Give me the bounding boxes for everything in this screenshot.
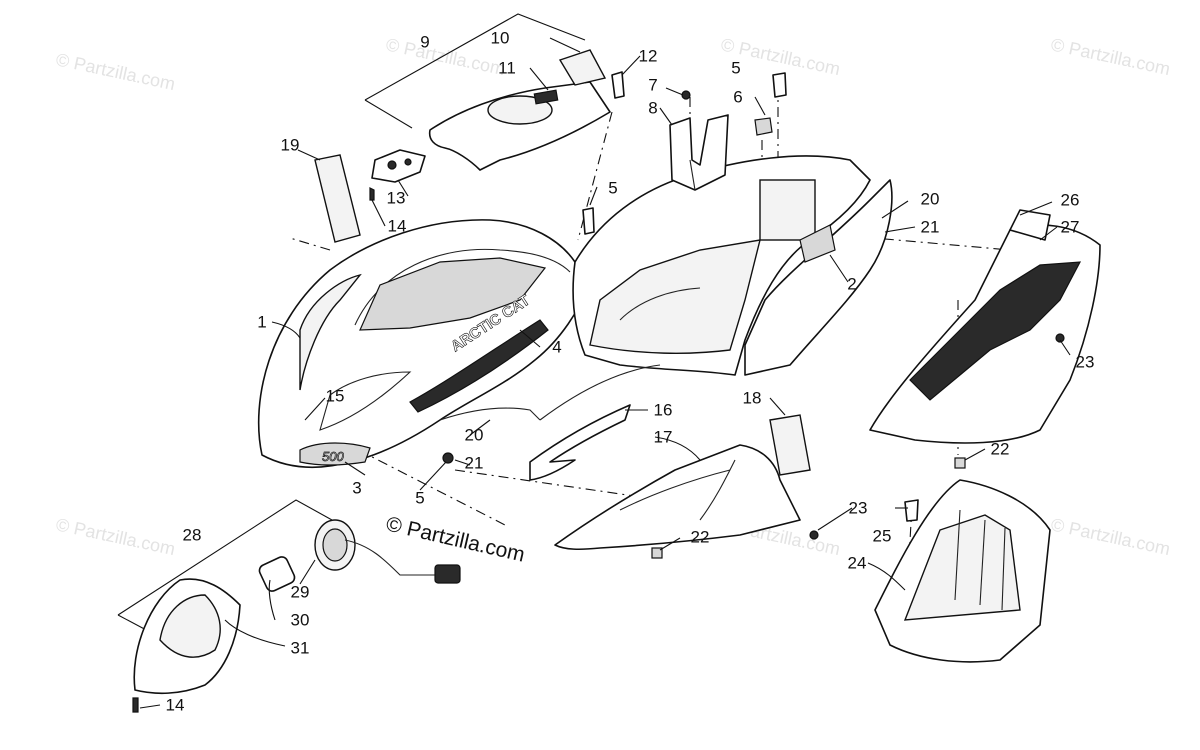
- rear-body[interactable]: [539, 155, 893, 421]
- callout-22-mid[interactable]: 22: [691, 528, 710, 547]
- callout-1[interactable]: 1: [257, 313, 266, 332]
- bracket[interactable]: [669, 114, 729, 191]
- decal-11: [533, 89, 559, 105]
- nut: [809, 530, 819, 540]
- screw: [611, 71, 625, 99]
- screw: [132, 697, 139, 713]
- bracket-28: [117, 499, 351, 616]
- leader-lines: [139, 37, 1071, 709]
- watermark: © Partzilla.com: [384, 34, 507, 79]
- dash-panel[interactable]: [428, 49, 611, 171]
- callout-18[interactable]: 18: [743, 389, 762, 408]
- callout-27[interactable]: 27: [1061, 218, 1080, 237]
- callout-3[interactable]: 3: [352, 479, 361, 498]
- clip: [954, 457, 966, 469]
- callout-8[interactable]: 8: [648, 99, 657, 118]
- callout-19[interactable]: 19: [281, 136, 300, 155]
- switch[interactable]: [371, 149, 426, 183]
- callout-labels: 1 2 3 4 5 5 5 6 7 8 9 10 11 12 13 14 14 …: [166, 29, 1095, 715]
- callout-25[interactable]: 25: [873, 527, 892, 546]
- callout-14-bottom[interactable]: 14: [166, 696, 185, 715]
- watermark: © Partzilla.com: [54, 49, 177, 94]
- bracket-9: [364, 13, 586, 101]
- watermark: © Partzilla.com: [1049, 514, 1172, 559]
- front-fender-body[interactable]: ARCTIC CAT 500: [257, 219, 591, 469]
- callout-2[interactable]: 2: [847, 275, 856, 294]
- nut: [754, 117, 773, 136]
- screw: [369, 187, 375, 201]
- callout-16[interactable]: 16: [654, 401, 673, 420]
- right-side-panel[interactable]: [869, 209, 1101, 444]
- callout-24[interactable]: 24: [848, 554, 867, 573]
- callout-31[interactable]: 31: [291, 639, 310, 658]
- decal-card[interactable]: [769, 414, 811, 476]
- battery-box: [759, 179, 816, 241]
- callout-14-top[interactable]: 14: [388, 217, 407, 236]
- callout-17[interactable]: 17: [654, 428, 673, 447]
- callout-22-right[interactable]: 22: [991, 440, 1010, 459]
- callout-20-left[interactable]: 20: [465, 426, 484, 445]
- watermark: © Partzilla.com: [1049, 34, 1172, 79]
- callout-5-bottom[interactable]: 5: [415, 489, 424, 508]
- clip: [651, 547, 663, 559]
- watermark: © Partzilla.com: [54, 514, 177, 559]
- callout-20-right[interactable]: 20: [921, 190, 940, 209]
- stripe-decal[interactable]: [529, 404, 631, 481]
- bracket-9-leg: [364, 99, 413, 129]
- callout-9[interactable]: 9: [420, 33, 429, 52]
- callout-15[interactable]: 15: [326, 387, 345, 406]
- callout-11[interactable]: 11: [498, 59, 516, 78]
- callout-5-mid[interactable]: 5: [608, 179, 617, 198]
- storage-tray[interactable]: [874, 479, 1051, 663]
- assembly-line: [289, 237, 331, 251]
- callout-30[interactable]: 30: [291, 611, 310, 630]
- callout-6[interactable]: 6: [733, 88, 742, 107]
- label-2: [799, 224, 836, 263]
- callout-26[interactable]: 26: [1061, 191, 1080, 210]
- callout-10[interactable]: 10: [491, 29, 510, 48]
- hardware: [132, 71, 1065, 713]
- callout-28[interactable]: 28: [183, 526, 202, 545]
- bulb: [258, 556, 296, 592]
- callout-13[interactable]: 13: [387, 189, 406, 208]
- callout-5-top[interactable]: 5: [731, 59, 740, 78]
- side-panel[interactable]: [554, 444, 801, 551]
- sticker[interactable]: [314, 154, 361, 243]
- callout-23-mid[interactable]: 23: [849, 499, 868, 518]
- headlight-assembly[interactable]: [133, 519, 461, 695]
- model-decal-text: 500: [322, 449, 344, 464]
- screw: [681, 90, 691, 100]
- bolt: [442, 452, 454, 464]
- callout-23-right[interactable]: 23: [1076, 353, 1095, 372]
- screw: [904, 499, 919, 522]
- callout-4[interactable]: 4: [552, 338, 561, 357]
- bolt: [772, 72, 787, 98]
- callout-21-left[interactable]: 21: [465, 454, 484, 473]
- bolt: [582, 207, 595, 235]
- copyright-text: © Partzilla.com: [384, 512, 527, 566]
- callout-29[interactable]: 29: [291, 583, 310, 602]
- callout-12[interactable]: 12: [639, 47, 658, 66]
- nut: [1055, 333, 1065, 343]
- callout-7[interactable]: 7: [648, 76, 657, 95]
- decal-10: [558, 49, 607, 86]
- callout-21-right[interactable]: 21: [921, 218, 940, 237]
